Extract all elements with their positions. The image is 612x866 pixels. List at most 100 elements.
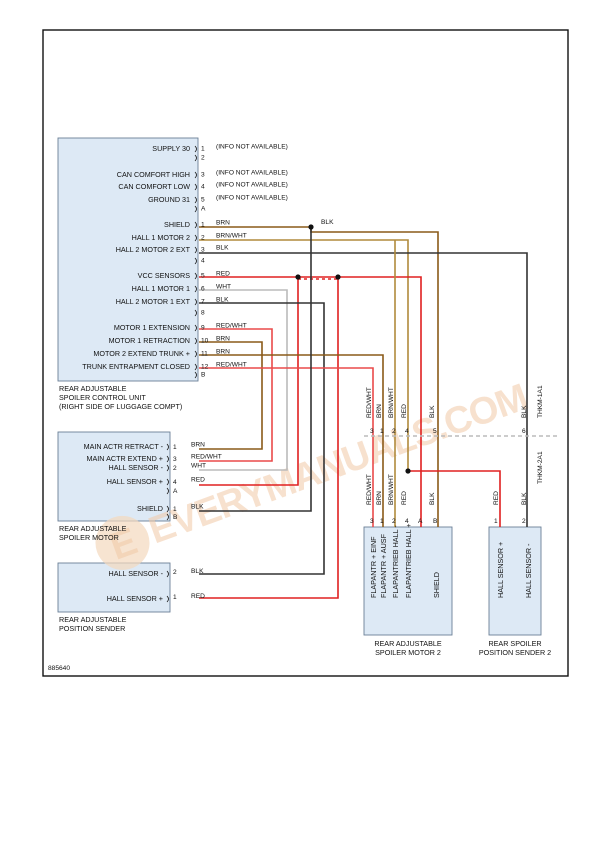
motor2-upper-pin-number: 1 [380, 428, 384, 435]
wire-layer [199, 224, 560, 599]
control-unit-pin-label: GROUND 31 [148, 195, 190, 204]
control-unit-pin-label: MOTOR 1 EXTENSION [114, 323, 190, 332]
connector-pin-icon [194, 298, 197, 306]
wire-color-label: BRN [216, 336, 230, 343]
wire-color-label: WHT [216, 284, 231, 291]
motor2-pin-label: FLAPANTRIEB HALL + [404, 524, 413, 599]
motor1-pin-label: SHIELD [137, 504, 163, 513]
connector-pin-icon [166, 595, 169, 603]
wire-vcc-sender1 [199, 276, 339, 599]
control-unit-pin-label: HALL 2 MOTOR 1 EXT [116, 297, 191, 306]
motor2-lower-pin-number: A [418, 518, 423, 525]
wire-motor2-extend [199, 354, 384, 527]
motor1-pin-number: 2 [173, 465, 177, 472]
wire-motor1-extension [199, 328, 273, 462]
connector-pin-icon [194, 221, 197, 229]
control-unit-pin-number: B [201, 372, 206, 379]
control-unit-pin-number: 8 [201, 310, 205, 317]
control-unit-label: SPOILER CONTROL UNIT [59, 393, 146, 402]
connector-id-label: THKM-2A1 [537, 451, 544, 484]
wire-color-label: RED/WHT [366, 474, 373, 505]
sender1-pin-label: HALL SENSOR - [109, 569, 164, 578]
connector-pin-icon [194, 145, 197, 153]
motor1-pin-number: 1 [173, 444, 177, 451]
wire-sender2-vcc [408, 470, 501, 527]
connector-pin-icon [194, 246, 197, 254]
connector-pin-icon [194, 154, 197, 162]
motor2-label: REAR ADJUSTABLE [374, 639, 442, 648]
control-unit-pin-label: SHIELD [164, 220, 190, 229]
motor1-pin-number: 4 [173, 479, 177, 486]
wire-color-label: BRN/WHT [216, 233, 247, 240]
control-unit-pin-number: 1 [201, 146, 205, 153]
motor1-pin-number: B [173, 514, 178, 521]
wire-color-label: RED [191, 593, 205, 600]
control-unit-pin-label: MOTOR 1 RETRACTION [109, 336, 190, 345]
motor1-pin-number: 1 [173, 506, 177, 513]
control-unit-pin-label: VCC SENSORS [138, 271, 191, 280]
wire-splice-dot [295, 274, 301, 280]
connector-pin-icon [166, 487, 169, 495]
connector-pin-icon [194, 196, 197, 204]
control-unit-label: REAR ADJUSTABLE [59, 384, 127, 393]
control-unit-pin-label: SUPPLY 30 [152, 144, 190, 153]
control-unit-pin-label: HALL 1 MOTOR 2 [132, 233, 190, 242]
sender2-lower-pin-number: 2 [522, 518, 526, 525]
connector-pin-icon [166, 505, 169, 513]
control-unit-pin-number: 12 [201, 364, 209, 371]
wire-color-label: BRN [191, 442, 205, 449]
control-unit-pin-number: 2 [201, 235, 205, 242]
motor1-pin-number: 3 [173, 456, 177, 463]
info-not-available-note: (INFO NOT AVAILABLE) [216, 170, 288, 177]
connector-pin-icon [194, 309, 197, 317]
control-unit-pin-number: 9 [201, 325, 205, 332]
info-not-available-note: (INFO NOT AVAILABLE) [216, 195, 288, 202]
sender1-pin-number: 2 [173, 569, 177, 576]
wire-color-label: BRN [216, 349, 230, 356]
motor2-lower-pin-number: 4 [405, 518, 409, 525]
sender2-pin-label: HALL SENSOR - [524, 543, 533, 598]
wire-color-label: BLK [521, 492, 528, 505]
motor1-pin-label: MAIN ACTR EXTEND + [87, 454, 163, 463]
control-unit-pin-label: HALL 2 MOTOR 2 EXT [116, 245, 191, 254]
connector-pin-icon [194, 234, 197, 242]
motor1-label: SPOILER MOTOR [59, 533, 119, 542]
wire-color-label: BLK [321, 219, 334, 226]
wire-color-label: RED [401, 404, 408, 418]
wire-color-label: BLK [191, 504, 204, 511]
sender2-lower-pin-number: 1 [494, 518, 498, 525]
sender1-label: POSITION SENDER [59, 624, 125, 633]
connector-pin-icon [166, 455, 169, 463]
motor2-pin-label: SHIELD [432, 572, 441, 598]
connector-pin-icon [194, 337, 197, 345]
connector-pin-icon [194, 257, 197, 265]
control-unit-pin-label: TRUNK ENTRAPMENT CLOSED [82, 362, 190, 371]
wire-color-label: BRN [376, 491, 383, 505]
watermark-logo-icon [95, 515, 150, 570]
motor2-pin-label: FLAPANTR + AUSF [379, 533, 388, 598]
control-unit-pin-number: 6 [201, 286, 205, 293]
control-unit-pin-label: CAN COMFORT HIGH [117, 170, 190, 179]
wire-motor1-shield [199, 232, 312, 512]
connector-pin-icon [194, 324, 197, 332]
sender2-pin-label: HALL SENSOR + [496, 542, 505, 598]
control-unit-pin-number: A [201, 206, 206, 213]
connector-pin-icon [166, 464, 169, 472]
sender2-label: POSITION SENDER 2 [479, 648, 551, 657]
control-unit-label: (RIGHT SIDE OF LUGGAGE COMPT) [59, 402, 182, 411]
wire-hall1-motor2 [199, 239, 409, 471]
motor2-lower-pin-number: B [433, 518, 438, 525]
control-unit-box [57, 137, 199, 382]
motor1-box [57, 431, 171, 522]
wire-color-label: BLK [216, 245, 229, 252]
sender1-pin-label: HALL SENSOR + [107, 594, 163, 603]
wire-hall2-motor1 [199, 302, 325, 575]
control-unit-pin-label: CAN COMFORT LOW [118, 182, 190, 191]
connector-pin-icon [194, 371, 197, 379]
wire-color-label: BLK [191, 568, 204, 575]
wire-color-label: RED/WHT [216, 323, 247, 330]
connector-pin-icon [194, 350, 197, 358]
motor1-pin-label: HALL SENSOR + [107, 477, 163, 486]
motor2-upper-pin-number: 5 [433, 428, 437, 435]
